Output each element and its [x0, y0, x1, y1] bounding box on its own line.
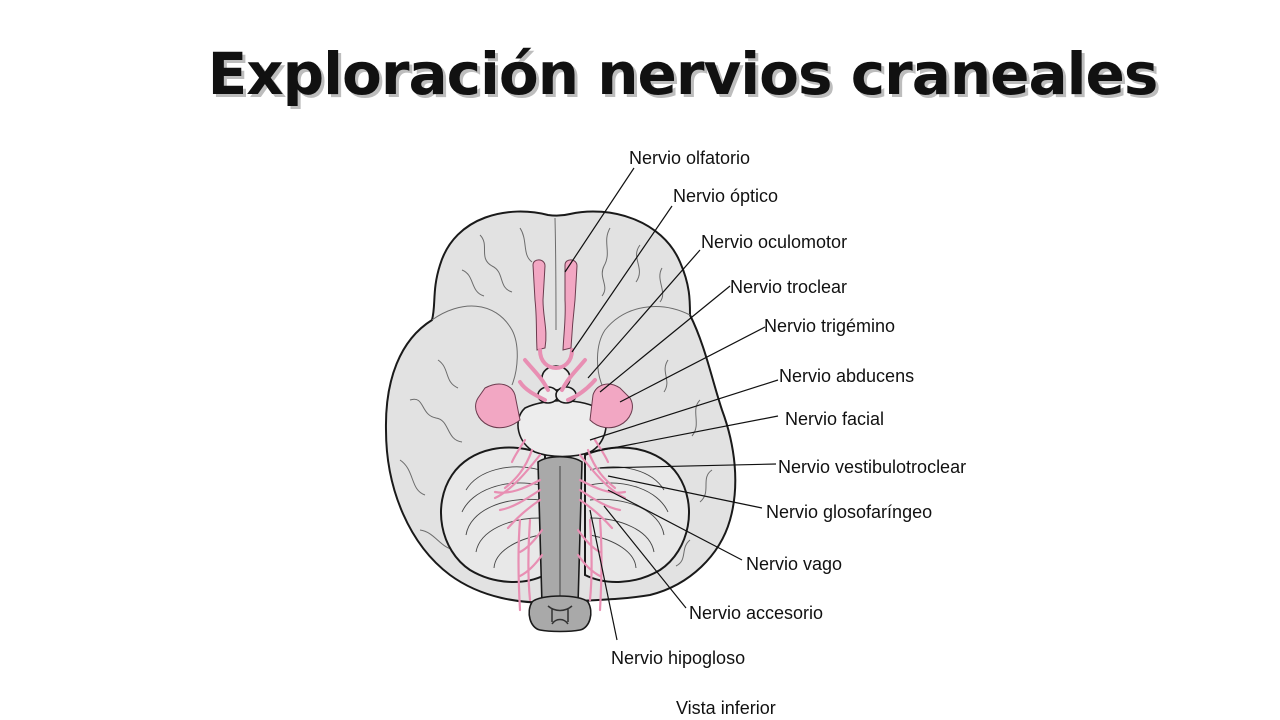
label-facial: Nervio facial: [785, 409, 884, 429]
label-oculomotor: Nervio oculomotor: [701, 232, 847, 252]
label-accesorio: Nervio accesorio: [689, 603, 823, 623]
slide-title: Exploración nervios craneales: [207, 40, 1159, 108]
label-hipogloso: Nervio hipogloso: [611, 648, 745, 668]
label-abducens: Nervio abducens: [779, 366, 914, 386]
spinal-cord-section: [528, 595, 592, 633]
brain-illustration: [384, 210, 737, 633]
nerve-labels: Nervio olfatorio Nervio óptico Nervio oc…: [611, 148, 966, 718]
leader-lines: [564, 167, 779, 641]
label-trigemino: Nervio trigémino: [764, 316, 895, 336]
label-troclear: Nervio troclear: [730, 277, 847, 297]
label-glosofaringeo: Nervio glosofaríngeo: [766, 502, 932, 522]
label-vestibulotroclear: Nervio vestibulotroclear: [778, 457, 966, 477]
label-optico: Nervio óptico: [673, 186, 778, 206]
cerebellum-right: [584, 446, 690, 583]
label-vago: Nervio vago: [746, 554, 842, 574]
label-olfatorio: Nervio olfatorio: [629, 148, 750, 168]
caption-vista-inferior: Vista inferior: [676, 698, 776, 718]
